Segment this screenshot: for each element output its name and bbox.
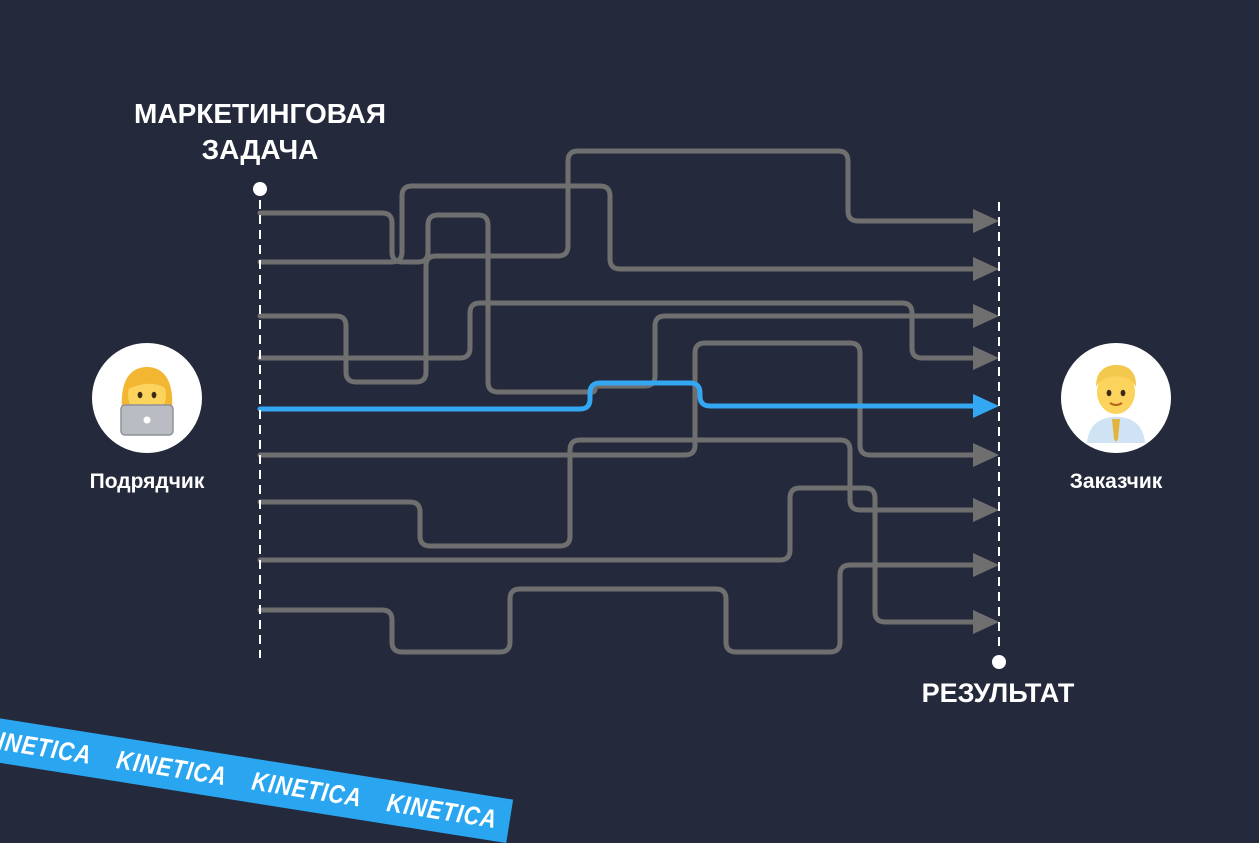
man-office-worker-icon <box>1087 365 1145 443</box>
client-label: Заказчик <box>1069 470 1163 493</box>
path-arrow <box>973 443 999 467</box>
start-title-line2: ЗАДАЧА <box>201 134 319 165</box>
path-arrow <box>973 498 999 522</box>
start-point-dot <box>253 182 267 196</box>
process-path <box>257 300 978 361</box>
contractor-avatar <box>92 343 202 453</box>
path-arrow <box>973 304 999 328</box>
end-point-dot <box>992 655 1006 669</box>
brand-word: KINETICA <box>384 787 500 835</box>
path-arrow <box>973 610 999 634</box>
process-path <box>257 340 978 458</box>
path-arrow <box>973 209 999 233</box>
result-title: РЕЗУЛЬТАТ <box>921 678 1075 708</box>
process-path <box>257 437 978 549</box>
contractor-label: Подрядчик <box>89 470 205 493</box>
path-arrow <box>973 346 999 370</box>
direct-process-path <box>257 380 978 412</box>
start-title-line1: МАРКЕТИНГОВАЯ <box>134 98 386 129</box>
path-arrow <box>973 257 999 281</box>
direct-path-arrow <box>973 394 999 418</box>
brand-word: KINETICA <box>249 765 365 813</box>
process-path <box>257 485 978 625</box>
path-arrow <box>973 553 999 577</box>
woman-technologist-icon <box>120 367 174 436</box>
start-title: МАРКЕТИНГОВАЯ ЗАДАЧА <box>100 96 420 168</box>
client-avatar <box>1061 343 1171 453</box>
process-path <box>257 148 978 385</box>
process-path <box>257 183 978 272</box>
process-paths-diagram <box>253 148 1006 669</box>
process-path <box>257 562 978 655</box>
